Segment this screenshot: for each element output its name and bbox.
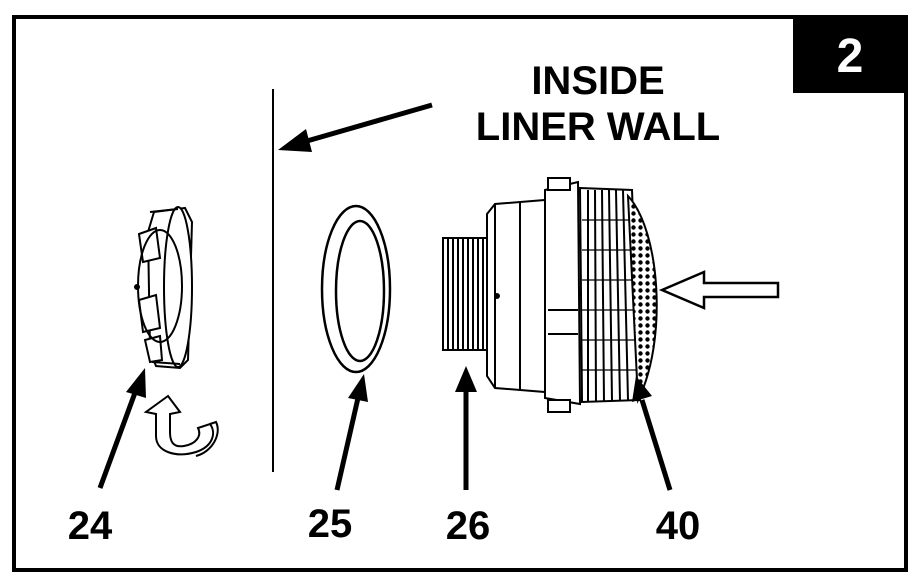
wall-label: INSIDE LINER WALL xyxy=(476,59,720,149)
rotate-arrow-icon xyxy=(143,394,219,457)
leader-25 xyxy=(334,397,361,491)
wall-label-line2: LINER WALL xyxy=(476,105,720,149)
part-26-40-fitting xyxy=(442,177,658,413)
leader-24 xyxy=(97,389,139,489)
water-flow-arrow-icon xyxy=(658,270,780,310)
part-label-40: 40 xyxy=(656,504,701,548)
part-24-lock-ring xyxy=(134,206,194,370)
wall-label-line1: INSIDE xyxy=(531,59,664,103)
step-number: 2 xyxy=(837,30,864,83)
step-badge: 2 xyxy=(793,19,904,93)
part-25-gasket xyxy=(320,204,392,374)
leader-40 xyxy=(639,399,673,491)
leader-arrows xyxy=(97,366,673,491)
part-label-26: 26 xyxy=(446,504,491,548)
part-label-25: 25 xyxy=(308,502,353,546)
diagram-border xyxy=(12,15,908,572)
part-label-24: 24 xyxy=(68,504,113,548)
arrow-icon xyxy=(278,102,433,152)
